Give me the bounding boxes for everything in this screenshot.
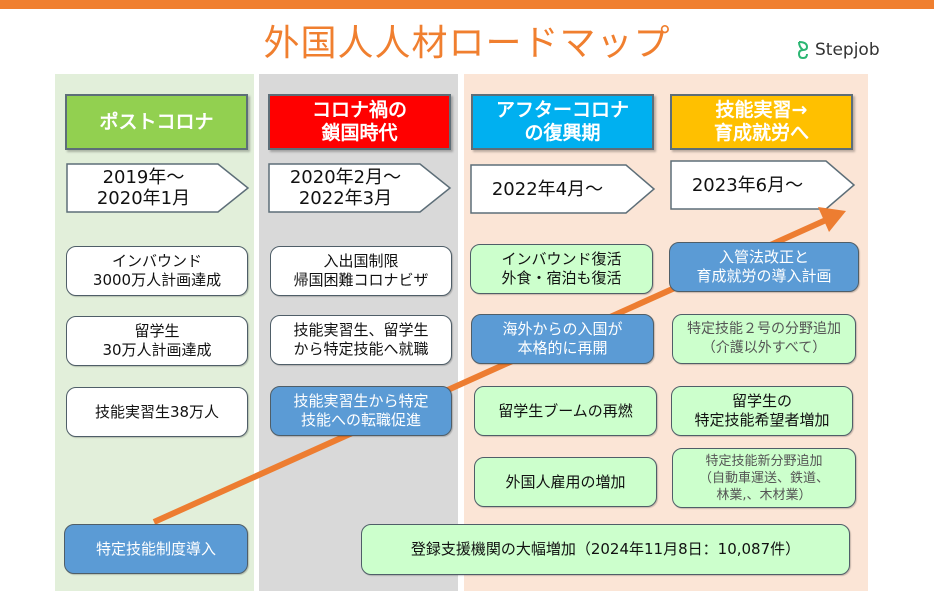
event-transfer-to-ssw: 技能実習生、留学生 から特定技能へ就職 (270, 315, 452, 365)
event-text: 海外からの入国が 本格的に再開 (502, 320, 623, 357)
event-text: 技能実習生から特定 技能への転職促進 (293, 392, 429, 429)
brand-name: Stepjob (815, 40, 880, 60)
event-student-boom: 留学生ブームの再燃 (474, 386, 657, 436)
phase-2-period: 2020年2月～ 2022年3月 (268, 163, 452, 213)
phase-2-header: コロナ禍の 鎖国時代 (268, 94, 451, 150)
event-text: 技能実習生38万人 (94, 402, 220, 421)
brand-logo: Stepjob (796, 40, 880, 60)
event-ssw-introduction: 特定技能制度導入 (64, 524, 248, 574)
pentagon-arrow-shape (66, 163, 250, 213)
event-text: インバウンド 3000万人計画達成 (92, 252, 222, 289)
event-text: 入出国制限 帰国困難コロナビザ (293, 252, 429, 289)
event-employment-increase: 外国人雇用の増加 (474, 457, 657, 507)
phase-1-header: ポストコロナ (65, 94, 248, 150)
phase-4-header: 技能実習→ 育成就労へ (670, 94, 853, 150)
event-trainees-count: 技能実習生38万人 (66, 387, 248, 437)
event-text: インバウンド復活 外食・宿泊も復活 (501, 250, 622, 287)
event-text: 外国人雇用の増加 (505, 472, 626, 491)
event-job-change-promotion: 技能実習生から特定 技能への転職促進 (270, 386, 452, 436)
pentagon-arrow-shape (670, 160, 856, 210)
pentagon-arrow-shape (470, 164, 656, 214)
event-text: 登録支援機関の大幅増加（2024年11月8日：10,087件） (410, 540, 801, 558)
phase-1-period: 2019年～ 2020年1月 (66, 163, 250, 213)
phase-3-period-text: 2022年4月～ (491, 178, 604, 200)
event-inbound-target: インバウンド 3000万人計画達成 (66, 246, 248, 296)
event-text: 技能実習生、留学生 から特定技能へ就職 (293, 321, 429, 358)
event-inbound-revival: インバウンド復活 外食・宿泊も復活 (470, 244, 653, 294)
event-text: 入管法改正と 育成就労の導入計画 (696, 248, 832, 285)
event-text: 特定技能２号の分野追加 （介護以外すべて） (687, 321, 841, 356)
phase-4-title: 技能実習→ 育成就労へ (713, 99, 809, 144)
event-text: 特定技能新分野追加 （自動車運送、鉄道、 林業,、木材業） (698, 453, 829, 503)
event-student-target: 留学生 30万人計画達成 (66, 316, 248, 366)
phase-1-period-text: 2019年～ 2020年1月 (96, 167, 191, 209)
event-entry-resumed: 海外からの入国が 本格的に再開 (471, 314, 654, 364)
event-immigration-law-reform: 入管法改正と 育成就労の導入計画 (669, 242, 859, 292)
top-accent-bar (0, 0, 934, 9)
event-student-ssw-interest: 留学生の 特定技能希望者増加 (671, 386, 853, 436)
event-text: 留学生の 特定技能希望者増加 (694, 392, 830, 429)
phase-4-period: 2023年6月～ (670, 160, 856, 210)
leaf-s-icon (797, 41, 809, 60)
phase-3-title: アフターコロナ の復興期 (495, 99, 629, 144)
page-title: 外国人人材ロードマップ (263, 23, 671, 64)
event-text: 特定技能制度導入 (95, 539, 216, 558)
event-entry-restriction: 入出国制限 帰国困難コロナビザ (270, 246, 452, 296)
event-text: 留学生ブームの再燃 (498, 401, 633, 420)
event-text: 留学生 30万人計画達成 (102, 322, 212, 359)
phase-4-period-text: 2023年6月～ (691, 174, 804, 196)
phase-3-header: アフターコロナ の復興期 (471, 94, 654, 150)
event-ssw-new-fields: 特定技能新分野追加 （自動車運送、鉄道、 林業,、木材業） (672, 448, 856, 508)
phase-1-title: ポストコロナ (99, 110, 214, 133)
event-support-org-increase: 登録支援機関の大幅増加（2024年11月8日：10,087件） (361, 524, 850, 575)
phase-2-period-text: 2020年2月～ 2022年3月 (289, 167, 402, 209)
phase-2-title: コロナ禍の 鎖国時代 (311, 99, 407, 144)
event-ssw2-fields-added: 特定技能２号の分野追加 （介護以外すべて） (672, 314, 856, 364)
pentagon-arrow-shape (268, 163, 452, 213)
phase-3-period: 2022年4月～ (470, 164, 656, 214)
